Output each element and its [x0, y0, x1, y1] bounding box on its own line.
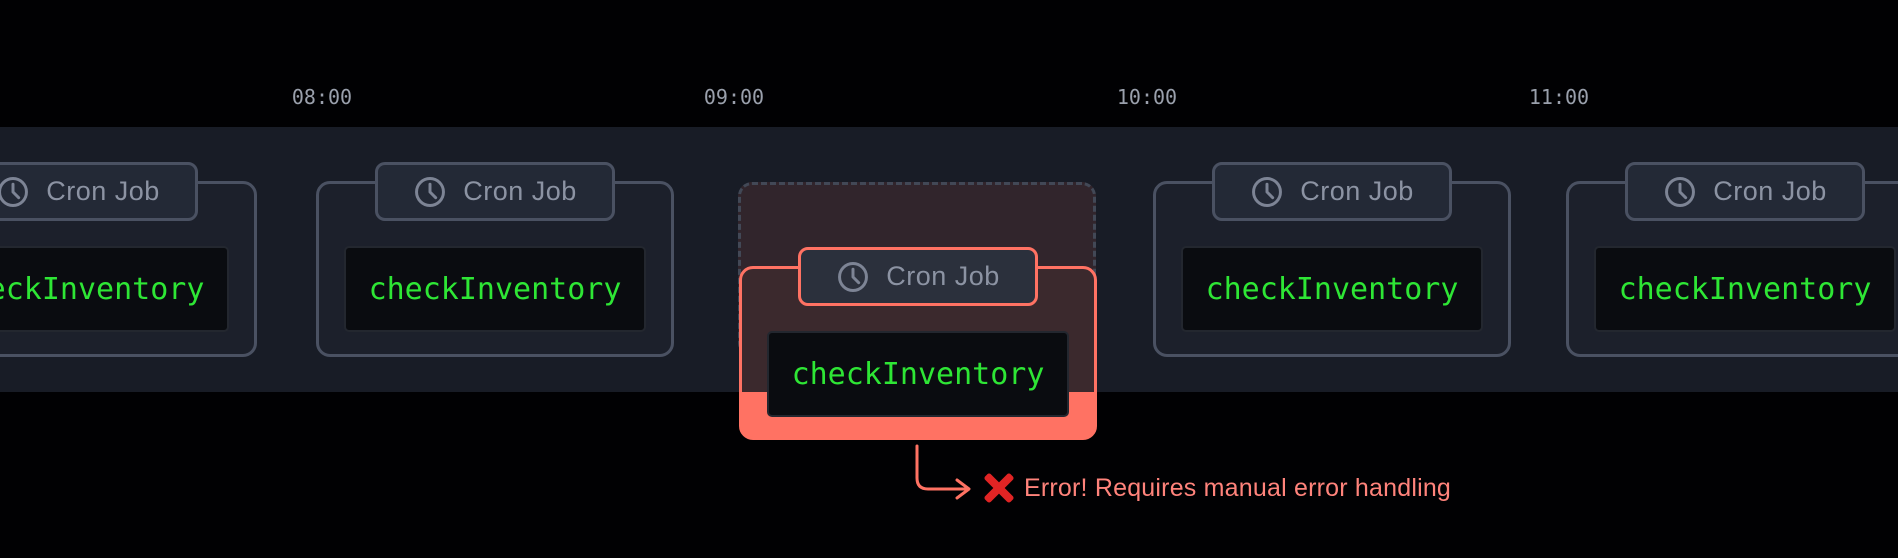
clock-icon: [1665, 176, 1696, 207]
cron-job-card: Cron Job checkInventory: [739, 247, 1097, 440]
error-message: Error! Requires manual error handling: [1024, 473, 1452, 502]
clock-icon: [1252, 176, 1283, 207]
time-label: 08:00: [291, 85, 353, 109]
time-label: 11:00: [1528, 85, 1590, 109]
function-name-box: checkInventory: [1181, 246, 1483, 332]
cron-job-badge-label: Cron Job: [886, 261, 1000, 291]
function-name: checkInventory: [368, 271, 622, 307]
time-label: 10:00: [1116, 85, 1178, 109]
cron-job-card: Cron Job checkInventory: [316, 162, 674, 357]
cron-job-badge: Cron Job: [798, 247, 1038, 306]
time-label: 09:00: [703, 85, 765, 109]
function-name-box: checkInventory: [344, 246, 646, 332]
cron-job-badge-label: Cron Job: [46, 176, 160, 206]
cron-job-badge-label: Cron Job: [1713, 176, 1827, 206]
cron-job-badge-label: Cron Job: [463, 176, 577, 206]
cron-job-badge: Cron Job: [375, 162, 615, 221]
cron-job-badge-label: Cron Job: [1300, 176, 1414, 206]
cron-job-card: Cron Job checkInventory: [0, 162, 257, 357]
cron-job-badge: Cron Job: [1212, 162, 1452, 221]
function-name-box: checkInventory: [0, 246, 229, 332]
cross-mark-icon: [984, 473, 1014, 503]
cron-job-card: Cron Job checkInventory: [1153, 162, 1511, 357]
clock-icon: [0, 176, 29, 207]
function-name: checkInventory: [1205, 271, 1459, 307]
function-name-box: checkInventory: [767, 331, 1069, 417]
function-name: checkInventory: [791, 356, 1045, 392]
cron-job-badge: Cron Job: [0, 162, 198, 221]
error-callout: Error! Requires manual error handling: [984, 471, 1451, 505]
function-name: checkInventory: [1618, 271, 1872, 307]
cron-job-card: Cron Job checkInventory: [1566, 162, 1898, 357]
clock-icon: [838, 261, 869, 292]
function-name-box: checkInventory: [1594, 246, 1896, 332]
clock-icon: [415, 176, 446, 207]
cron-job-badge: Cron Job: [1625, 162, 1865, 221]
function-name: checkInventory: [0, 271, 205, 307]
